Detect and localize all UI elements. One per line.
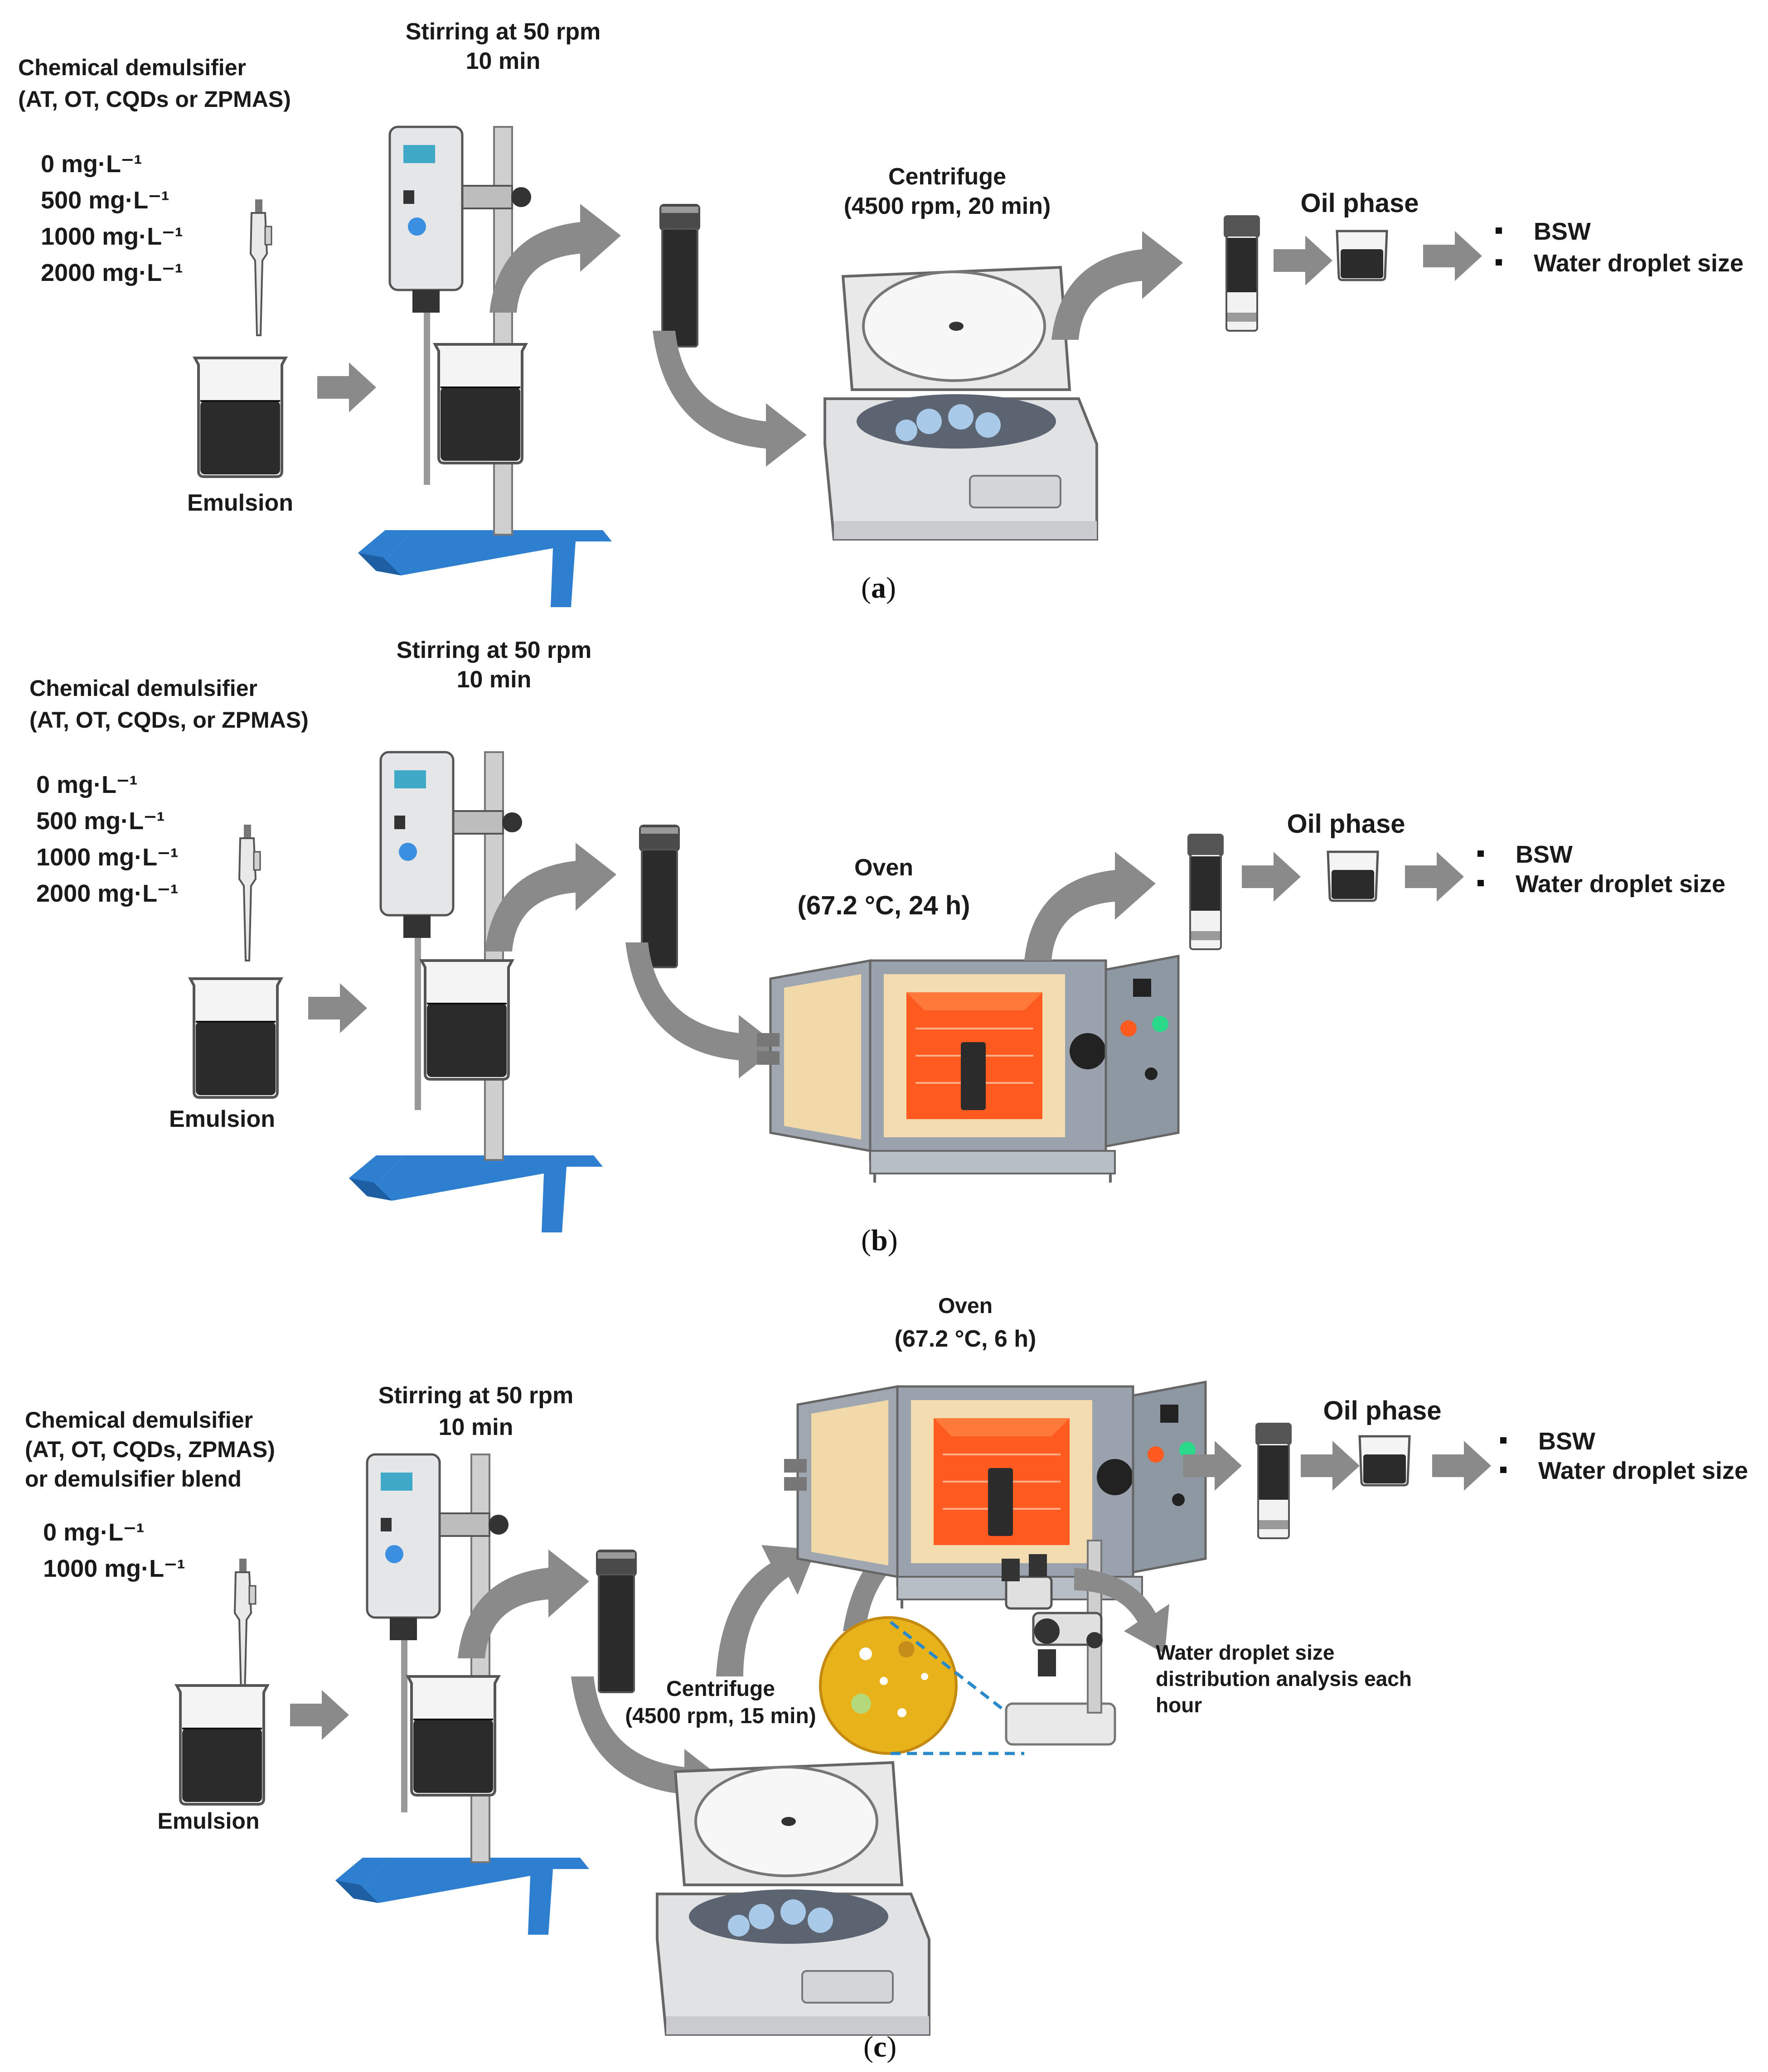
microscope <box>1002 1540 1116 1746</box>
panel-a-caption: (a) <box>861 571 896 604</box>
panel-b-concentration-2: 1000 mg·L⁻¹ <box>36 844 179 871</box>
panel-c-demulsifier-title: Chemical demulsifier <box>25 1407 253 1433</box>
panel-c-oil-phase: Oil phase <box>1323 1396 1442 1425</box>
panel-b-output-0: BSW <box>1477 840 1573 869</box>
panel-b-stirring-line2: 10 min <box>456 667 532 693</box>
panel-a-emulsion-label: Emulsion <box>187 490 294 516</box>
panel-b-oven-line2: (67.2 °C, 24 h) <box>797 891 970 920</box>
panel-c-microscope-line1: Water droplet size <box>1156 1641 1335 1664</box>
panel-b-emulsion-label: Emulsion <box>169 1106 276 1132</box>
panel-a-concentration-2: 1000 mg·L⁻¹ <box>41 223 183 250</box>
panel-a-oil-phase: Oil phase <box>1300 188 1419 218</box>
panel-b-concentration-1: 500 mg·L⁻¹ <box>36 807 165 835</box>
panel-b-stirring-line1: Stirring at 50 rpm <box>396 637 592 663</box>
panel-b-output-1: Water droplet size <box>1477 870 1725 898</box>
panel-b-demulsifier-list: (AT, OT, CQDs, or ZPMAS) <box>29 707 309 733</box>
panel-a-concentration-3: 2000 mg·L⁻¹ <box>41 259 183 286</box>
panel-c-demulsifier-extra: or demulsifier blend <box>25 1466 242 1492</box>
panel-c-concentration-0: 0 mg·L⁻¹ <box>43 1519 145 1546</box>
panel-c-stirring-line1: Stirring at 50 rpm <box>378 1382 574 1409</box>
panel-c-oven-line2: (67.2 °C, 6 h) <box>894 1326 1037 1352</box>
panel-c-oven-line1: Oven <box>938 1294 993 1318</box>
panel-c-microscope-line3: hour <box>1156 1693 1202 1717</box>
panel-a-demulsifier-title: Chemical demulsifier <box>18 55 246 80</box>
panel-b-oil-phase: Oil phase <box>1287 809 1405 839</box>
panel-a-concentration-0: 0 mg·L⁻¹ <box>41 150 142 178</box>
panel-c-centrifuge-line1: Centrifuge <box>666 1677 775 1701</box>
panel-a-output-0: BSW <box>1496 217 1591 246</box>
panel-b-oven-line1: Oven <box>854 855 914 881</box>
panel-a-stirring-line2: 10 min <box>465 48 541 74</box>
panel-c-centrifuge-line2: (4500 rpm, 15 min) <box>625 1704 816 1728</box>
panel-a-demulsifier-list: (AT, OT, CQDs or ZPMAS) <box>18 87 291 112</box>
panel-c-concentration-1: 1000 mg·L⁻¹ <box>43 1555 185 1582</box>
panel-a-output-1: Water droplet size <box>1496 249 1744 277</box>
panel-b-demulsifier-title: Chemical demulsifier <box>29 676 257 701</box>
panel-b-concentration-3: 2000 mg·L⁻¹ <box>36 880 179 907</box>
panel-c-output-1: Water droplet size <box>1500 1457 1748 1485</box>
panel-c-stirring-line2: 10 min <box>438 1414 513 1440</box>
panel-a-concentration-1: 500 mg·L⁻¹ <box>41 187 170 214</box>
panel-a-centrifuge-line1: Centrifuge <box>888 164 1006 190</box>
panel-b-concentration-0: 0 mg·L⁻¹ <box>36 771 138 798</box>
panel-a-stirring-line1: Stirring at 50 rpm <box>405 19 601 45</box>
panel-a-centrifuge-line2: (4500 rpm, 20 min) <box>843 193 1051 219</box>
panel-c-caption: (c) <box>863 2030 897 2063</box>
panel-c-demulsifier-list: (AT, OT, CQDs, ZPMAS) <box>25 1437 275 1462</box>
panel-b-caption: (b) <box>861 1224 898 1257</box>
panel-c-microscope-line2: distribution analysis each <box>1156 1667 1412 1690</box>
panel-c-art <box>177 1382 1491 2034</box>
panel-c-emulsion-label: Emulsion <box>157 1808 260 1834</box>
panel-c-output-0: BSW <box>1500 1427 1595 1455</box>
